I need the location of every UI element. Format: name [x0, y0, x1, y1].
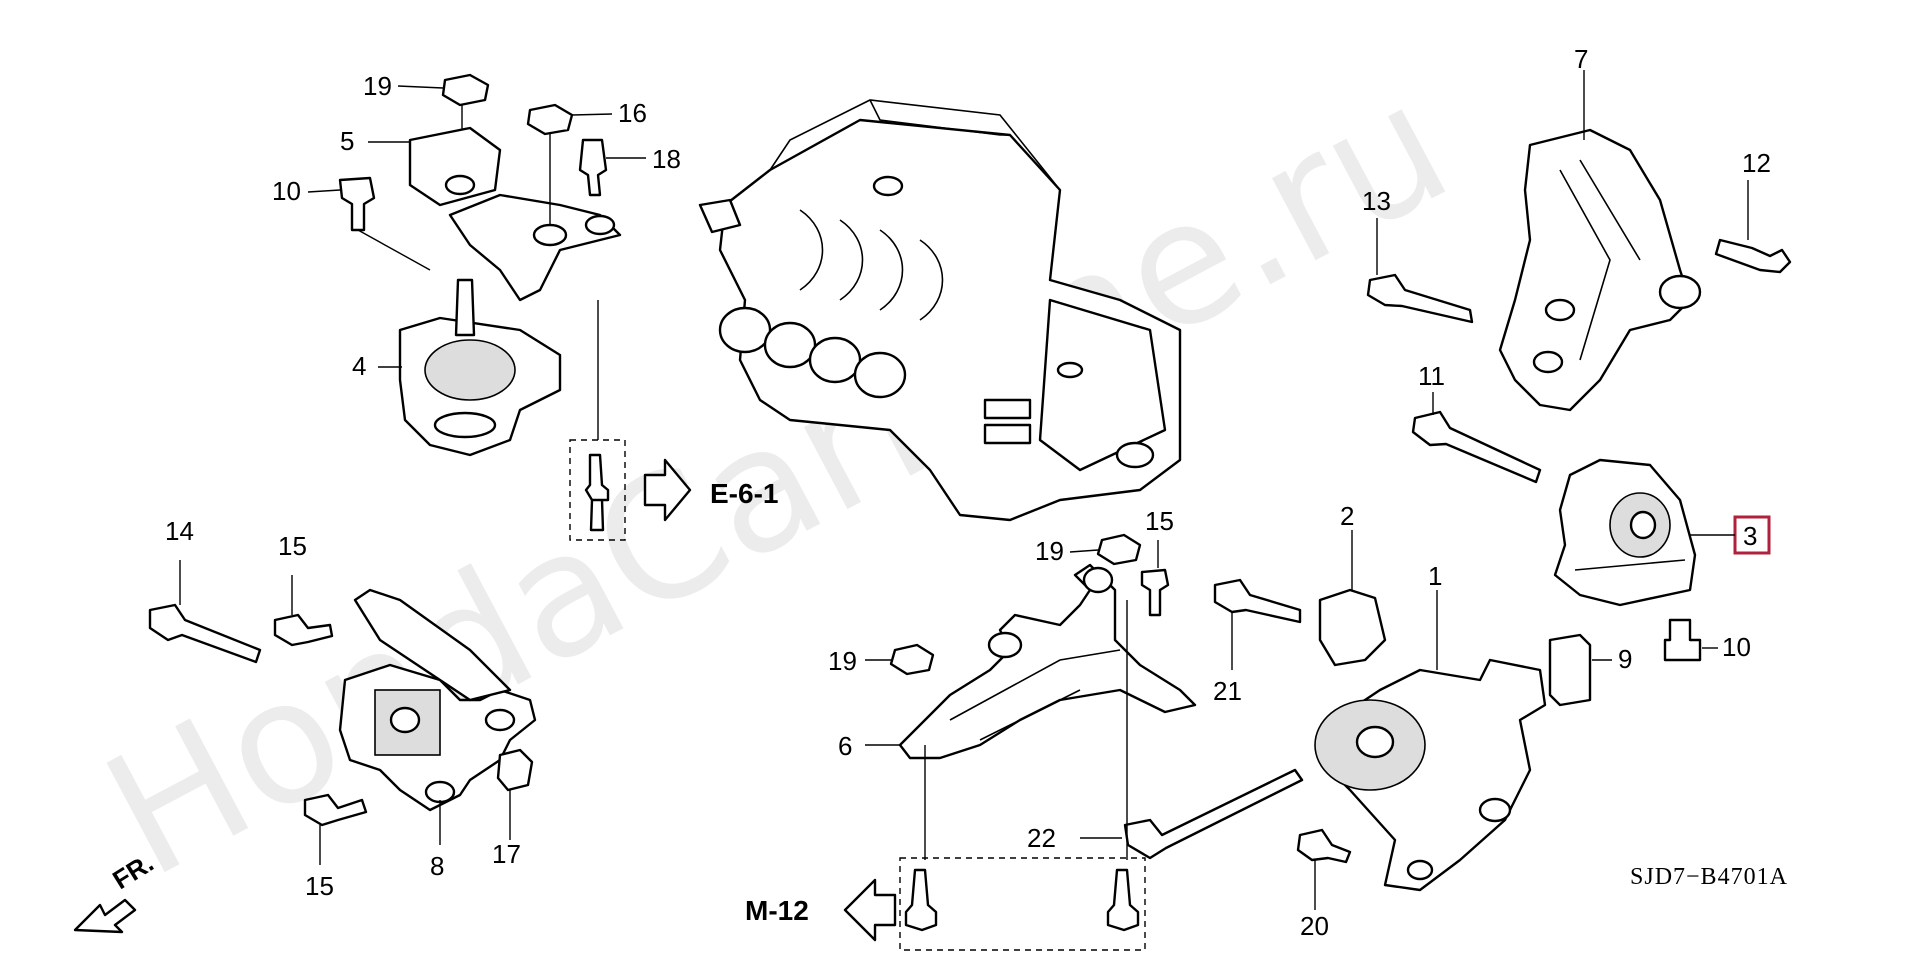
callout-labels: 19 16 5 18 10 4 7 12 13 11 3 2 1 9 10 14… — [165, 44, 1771, 941]
diagram-code: SJD7−B4701A — [1630, 864, 1788, 890]
callout-15-upper-left[interactable]: 15 — [278, 531, 307, 561]
bolt-12 — [1714, 238, 1792, 274]
callout-8[interactable]: 8 — [430, 851, 444, 881]
callout-19-mid[interactable]: 19 — [1035, 536, 1064, 566]
stud-18 — [578, 138, 608, 197]
bolt-10-upper — [338, 176, 376, 232]
upper-right-bracket-group — [1366, 70, 1792, 484]
nut-19-mid — [1096, 533, 1142, 566]
callout-15-mid[interactable]: 15 — [1145, 506, 1174, 536]
bolt-m12-b — [1106, 868, 1140, 932]
callout-10-upper[interactable]: 10 — [272, 176, 301, 206]
collar-9 — [1548, 633, 1592, 707]
bracket-5 — [408, 126, 502, 207]
bolt-m12-a — [904, 868, 938, 932]
callout-19-left[interactable]: 19 — [828, 646, 857, 676]
callout-16[interactable]: 16 — [618, 98, 647, 128]
callout-22[interactable]: 22 — [1027, 823, 1056, 853]
bolt-13 — [1366, 273, 1474, 324]
bolt-15-mid — [1140, 568, 1170, 617]
bolt-10-lower — [1663, 618, 1702, 662]
bolt-21 — [1213, 578, 1302, 624]
bolt-15-lower-left — [303, 793, 368, 827]
callout-14[interactable]: 14 — [165, 516, 194, 546]
bolt-15-upper-left — [273, 613, 334, 647]
ref-e-6-1[interactable]: E-6-1 — [710, 478, 778, 509]
callout-6[interactable]: 6 — [838, 731, 852, 761]
nut-19-left — [889, 643, 935, 676]
bracket-6-group — [889, 533, 1197, 860]
bolt-22 — [1123, 768, 1304, 860]
callout-4[interactable]: 4 — [352, 351, 366, 381]
stopper-2 — [1318, 588, 1387, 667]
callout-5[interactable]: 5 — [340, 126, 354, 156]
callout-17[interactable]: 17 — [492, 839, 521, 869]
callout-19-top[interactable]: 19 — [363, 71, 392, 101]
bolt-20 — [1296, 828, 1352, 864]
callout-1[interactable]: 1 — [1428, 561, 1442, 591]
engine-block — [698, 99, 1182, 522]
bolt-11 — [1411, 410, 1542, 484]
mount-8-group — [148, 560, 537, 865]
callout-11[interactable]: 11 — [1418, 361, 1445, 391]
callout-3[interactable]: 3 — [1743, 521, 1757, 551]
upper-left-mount-group — [338, 73, 622, 457]
transmission-mount-3 — [1553, 458, 1697, 607]
callout-7[interactable]: 7 — [1574, 44, 1588, 74]
callout-15-lower-left[interactable]: 15 — [305, 871, 334, 901]
callout-10-lower[interactable]: 10 — [1722, 632, 1751, 662]
nut-16 — [526, 103, 574, 136]
bolt-14 — [148, 603, 262, 664]
arrow-right-icon — [643, 458, 692, 522]
callout-9[interactable]: 9 — [1618, 644, 1632, 674]
stay-bracket — [448, 193, 622, 302]
callout-21[interactable]: 21 — [1213, 676, 1242, 706]
callout-2[interactable]: 2 — [1340, 501, 1354, 531]
callout-18[interactable]: 18 — [652, 144, 681, 174]
callout-13[interactable]: 13 — [1362, 186, 1391, 216]
mount-1 — [1314, 590, 1547, 892]
front-direction-arrow-icon — [73, 898, 137, 934]
arrow-left-icon — [843, 878, 897, 942]
nut-19-top — [441, 73, 490, 107]
callout-20[interactable]: 20 — [1300, 911, 1329, 941]
bracket-7 — [1498, 128, 1692, 412]
ref-m-12[interactable]: M-12 — [745, 895, 809, 926]
bolt-reference-box-m12 — [899, 857, 1146, 951]
nut-17 — [496, 748, 534, 792]
callout-12[interactable]: 12 — [1742, 148, 1771, 178]
stud-e61 — [584, 453, 610, 532]
